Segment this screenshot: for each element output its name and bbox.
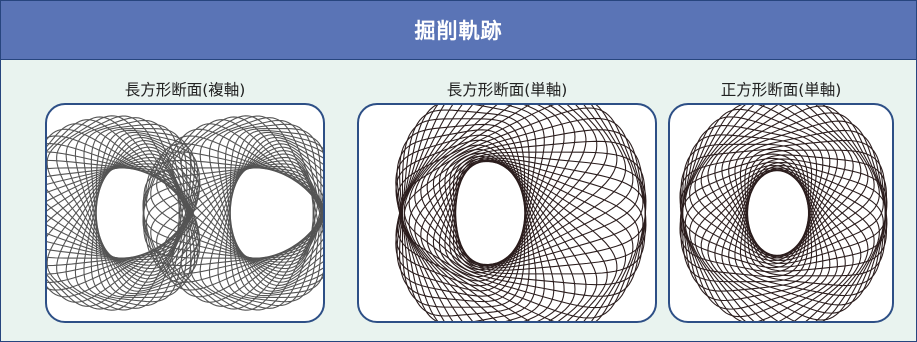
trajectory-curve — [47, 128, 194, 273]
trajectory-curve — [432, 105, 634, 266]
trajectory-curve — [47, 146, 199, 307]
trajectory-curve — [142, 159, 316, 260]
trajectory-rect-dual-drawing — [47, 115, 323, 311]
trajectory-square-single — [668, 103, 894, 323]
trajectory-curve — [403, 152, 587, 321]
trajectory-curve — [707, 170, 869, 321]
trajectory-curve — [156, 128, 323, 273]
trajectory-curve — [224, 123, 323, 297]
trajectory-curve — [395, 105, 545, 292]
trajectory-curve — [420, 159, 618, 321]
trajectory-curve — [744, 139, 888, 272]
section-label-square-single: 正方形断面(単軸) — [720, 81, 842, 99]
trajectory-curve — [74, 134, 199, 309]
trajectory-curve — [396, 105, 565, 282]
trajectory-rect-dual — [45, 103, 325, 323]
trajectory-curve — [90, 123, 192, 297]
trajectory-curve — [426, 105, 627, 266]
trajectory-curve — [65, 115, 200, 289]
trajectory-curve — [83, 119, 196, 295]
section-label-rect-single: 長方形断面(単軸) — [446, 81, 568, 99]
trajectory-curve — [47, 150, 197, 303]
trajectory-curve — [74, 117, 199, 292]
trajectory-curve — [399, 148, 576, 321]
panel-title: 掘削軌跡 — [1, 1, 916, 60]
trajectory-curve — [171, 119, 323, 280]
trajectory-curve — [444, 117, 644, 267]
trajectory-curve — [679, 157, 824, 310]
trajectory-curve — [414, 158, 608, 321]
trajectory-curve — [403, 105, 587, 274]
trajectory-curve — [396, 144, 565, 321]
trajectory-curve — [396, 129, 537, 321]
trajectory-curve — [739, 129, 888, 268]
trajectory-curve — [145, 143, 322, 266]
trajectory-curve — [449, 129, 646, 269]
trajectory-curve — [156, 153, 323, 298]
trajectory-curve — [47, 167, 180, 259]
trajectory-curve — [449, 157, 646, 297]
trajectory-curve — [142, 166, 316, 267]
trajectory-curve — [208, 117, 323, 292]
trajectory-curve — [395, 105, 555, 287]
trajectory-curve — [56, 140, 201, 311]
trajectory-curve — [47, 143, 188, 266]
trajectory-curve — [680, 134, 813, 278]
trajectory-curve — [396, 105, 537, 297]
trajectory-curve — [399, 105, 576, 278]
trajectory-curve — [680, 148, 813, 292]
trajectory-curve — [171, 146, 323, 307]
trajectory-curve — [150, 135, 323, 270]
trajectory-curve — [163, 150, 323, 303]
trajectory-curve — [47, 159, 182, 260]
trajectory-curve — [150, 156, 323, 291]
trajectory-curve — [143, 151, 319, 263]
trajectory-curve — [721, 105, 880, 259]
section-label-rect-dual: 長方形断面(複軸) — [124, 81, 246, 99]
trajectory-curve — [199, 115, 323, 289]
trajectory-curve — [56, 115, 201, 286]
trajectory-curve — [728, 112, 884, 261]
trajectory-rect-single — [357, 103, 657, 323]
trajectory-curve — [707, 105, 869, 256]
trajectory-curve — [426, 160, 627, 321]
trajectory-curve — [47, 119, 199, 280]
trajectory-curve — [700, 105, 862, 256]
trajectory-curve — [190, 115, 323, 286]
trajectory-curve — [190, 140, 323, 311]
trajectory-curve — [217, 119, 323, 295]
trajectory-curve — [679, 153, 818, 302]
trajectory-curve — [47, 143, 200, 310]
trajectory-curve — [401, 118, 526, 308]
trajectory-curve — [734, 120, 887, 265]
trajectory-square-single-drawing — [679, 105, 888, 321]
trajectory-curve — [452, 140, 647, 271]
trajectory-curve — [47, 123, 197, 276]
trajectory-curve — [180, 116, 323, 283]
trajectory-curve — [180, 143, 323, 310]
trajectory-rect-single-drawing — [395, 105, 647, 321]
trajectory-curve — [395, 134, 545, 321]
trajectory-curve — [208, 134, 323, 309]
trajectory-curve — [438, 107, 640, 266]
trajectory-curve — [47, 151, 185, 263]
trajectory-curve — [438, 160, 640, 319]
trajectory-curve — [682, 143, 810, 283]
trajectory-curve — [700, 170, 862, 321]
trajectory-curve — [163, 123, 323, 276]
